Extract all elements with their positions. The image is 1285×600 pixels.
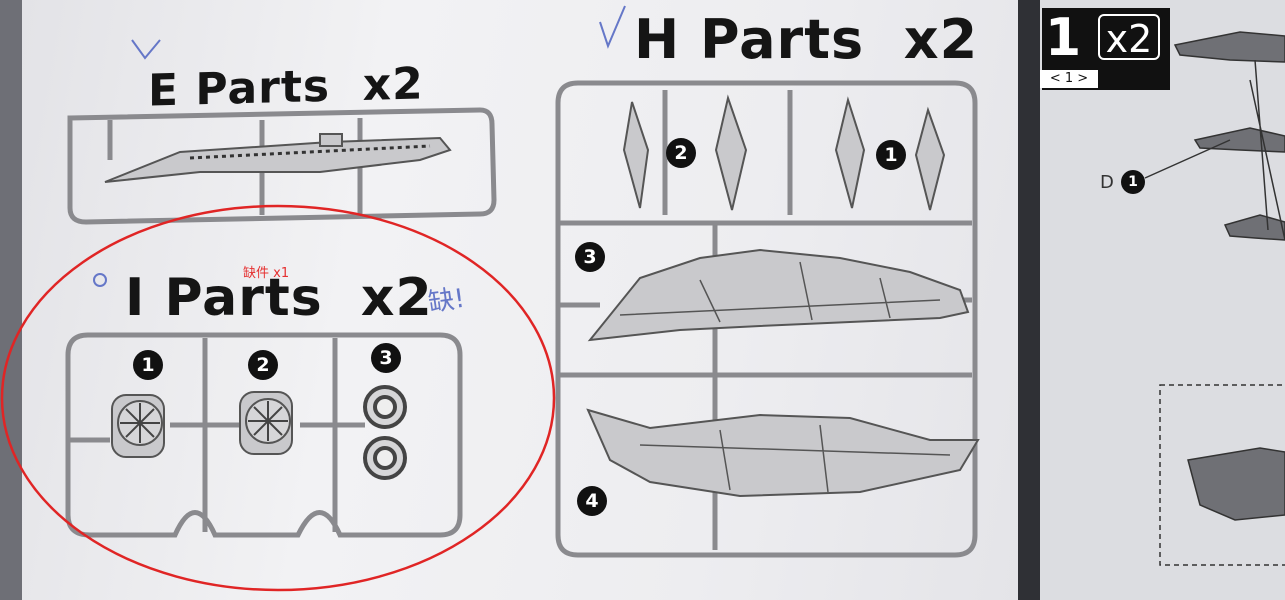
h-mark-3: 3: [575, 242, 605, 272]
i-part-2: [239, 391, 293, 455]
i-runner: [65, 332, 463, 538]
h-mark-2: 2: [666, 138, 696, 168]
h-mark-4: 4: [577, 486, 607, 516]
h-part-2b: [714, 94, 748, 211]
i-part-1: [111, 394, 165, 458]
i-mark-2: 2: [248, 350, 278, 380]
i-parts-title: I Parts x2: [125, 268, 433, 328]
h-part-1a: [834, 96, 866, 209]
i-mark-3: 3: [371, 343, 401, 373]
part-ref-number: 1: [1121, 170, 1145, 194]
i-part-3: [363, 385, 407, 480]
pen-check-h: [599, 5, 626, 49]
h-part-2a: [622, 101, 650, 209]
i-mark-1: 1: [133, 350, 163, 380]
step-quantity: x2: [1098, 14, 1160, 61]
h-part-1b: [914, 106, 946, 211]
step-illustration: [1144, 31, 1285, 566]
part-ref-letter: D: [1100, 172, 1114, 193]
page-gap: [1018, 0, 1040, 600]
missing-part-note: 缺件 x1: [243, 266, 290, 281]
h-parts-title: H Parts x2: [634, 8, 979, 71]
pen-check-e: [131, 39, 161, 60]
e-part-1: [104, 133, 452, 183]
missing-parts-ellipse: [0, 204, 556, 592]
pen-mark-i: [93, 273, 107, 287]
e-parts-title: E Parts x2: [148, 58, 424, 117]
h-runner: [555, 80, 978, 558]
pen-note-i: 缺!: [426, 283, 467, 319]
step-subnumber: < 1 >: [1040, 70, 1098, 88]
h-mark-1: 1: [876, 140, 906, 170]
h-part-4: [586, 408, 980, 498]
page-edge: [0, 0, 22, 600]
step-number: 1: [1045, 8, 1082, 68]
h-part-3: [587, 248, 970, 342]
